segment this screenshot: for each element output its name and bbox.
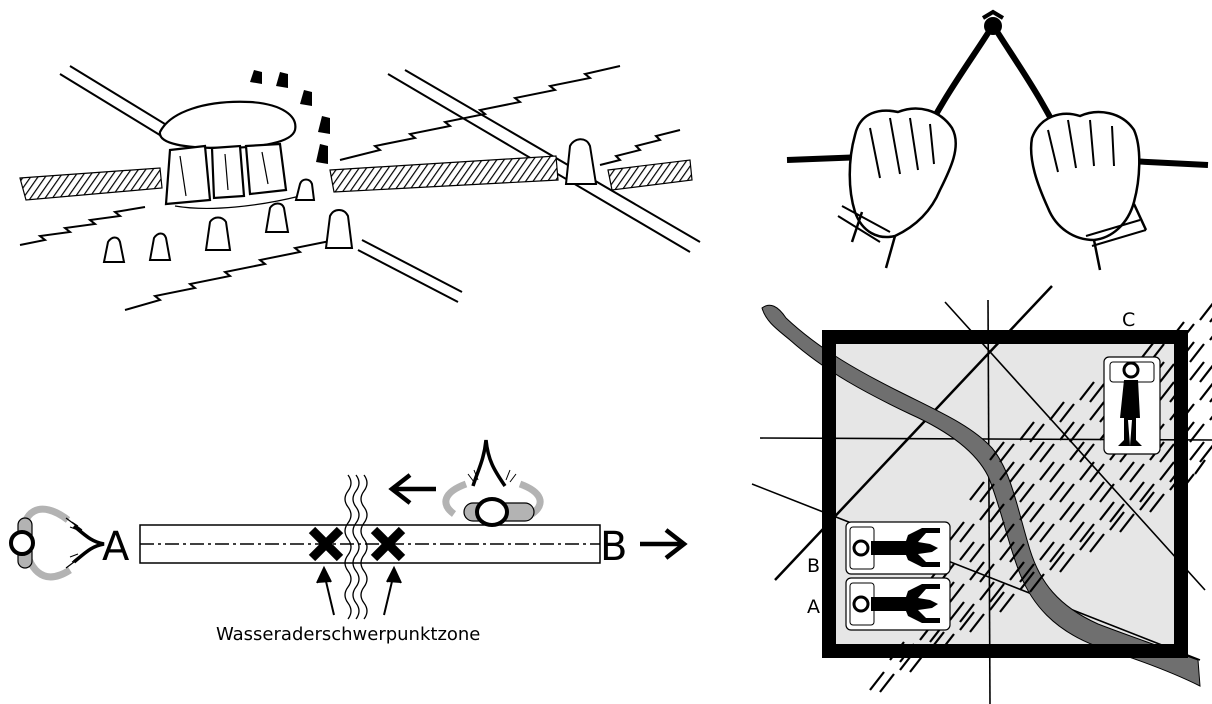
room-label-a: A bbox=[807, 596, 820, 618]
dowser-right-topview bbox=[442, 439, 544, 527]
caption-water-vein-zone: Wasseraderschwerpunktzone bbox=[216, 624, 480, 645]
crossing-marker-1 bbox=[308, 526, 344, 562]
dowsing-rod bbox=[786, 19, 1209, 168]
pointer-arrows bbox=[316, 565, 402, 616]
standing-stones bbox=[102, 138, 598, 263]
bed-b bbox=[845, 521, 951, 575]
water-vein-waves bbox=[344, 474, 368, 620]
profile-label-b: B bbox=[600, 524, 627, 570]
rod-fork-left bbox=[72, 524, 105, 564]
profile-diagram: A B Wasseraderschwerpunktzone bbox=[9, 439, 688, 645]
hatched-ground-band bbox=[19, 155, 693, 201]
dowsing-hands bbox=[786, 9, 1209, 271]
zigzag-field-lines bbox=[19, 65, 681, 311]
left-hand bbox=[837, 107, 957, 269]
rod-fork-right bbox=[471, 439, 507, 487]
crossing-marker-2 bbox=[370, 526, 406, 562]
room-label-c: C bbox=[1122, 309, 1135, 331]
room-plan: C B A bbox=[751, 285, 1212, 704]
dolmen-monument bbox=[158, 100, 301, 209]
dolmen-sketch bbox=[19, 65, 701, 311]
bed-a bbox=[845, 577, 951, 631]
small-stone-arc bbox=[250, 70, 330, 164]
ley-line-double-left bbox=[59, 65, 179, 141]
room-walls bbox=[822, 330, 1188, 658]
room-label-b: B bbox=[807, 555, 820, 577]
rod-tip-knot bbox=[984, 17, 1002, 35]
direction-arrow-left bbox=[388, 473, 436, 505]
right-hand bbox=[1029, 110, 1148, 271]
bed-c bbox=[1103, 356, 1161, 455]
dowser-left-topview bbox=[9, 505, 105, 581]
direction-arrow-right bbox=[640, 528, 688, 560]
profile-label-a: A bbox=[102, 524, 130, 570]
